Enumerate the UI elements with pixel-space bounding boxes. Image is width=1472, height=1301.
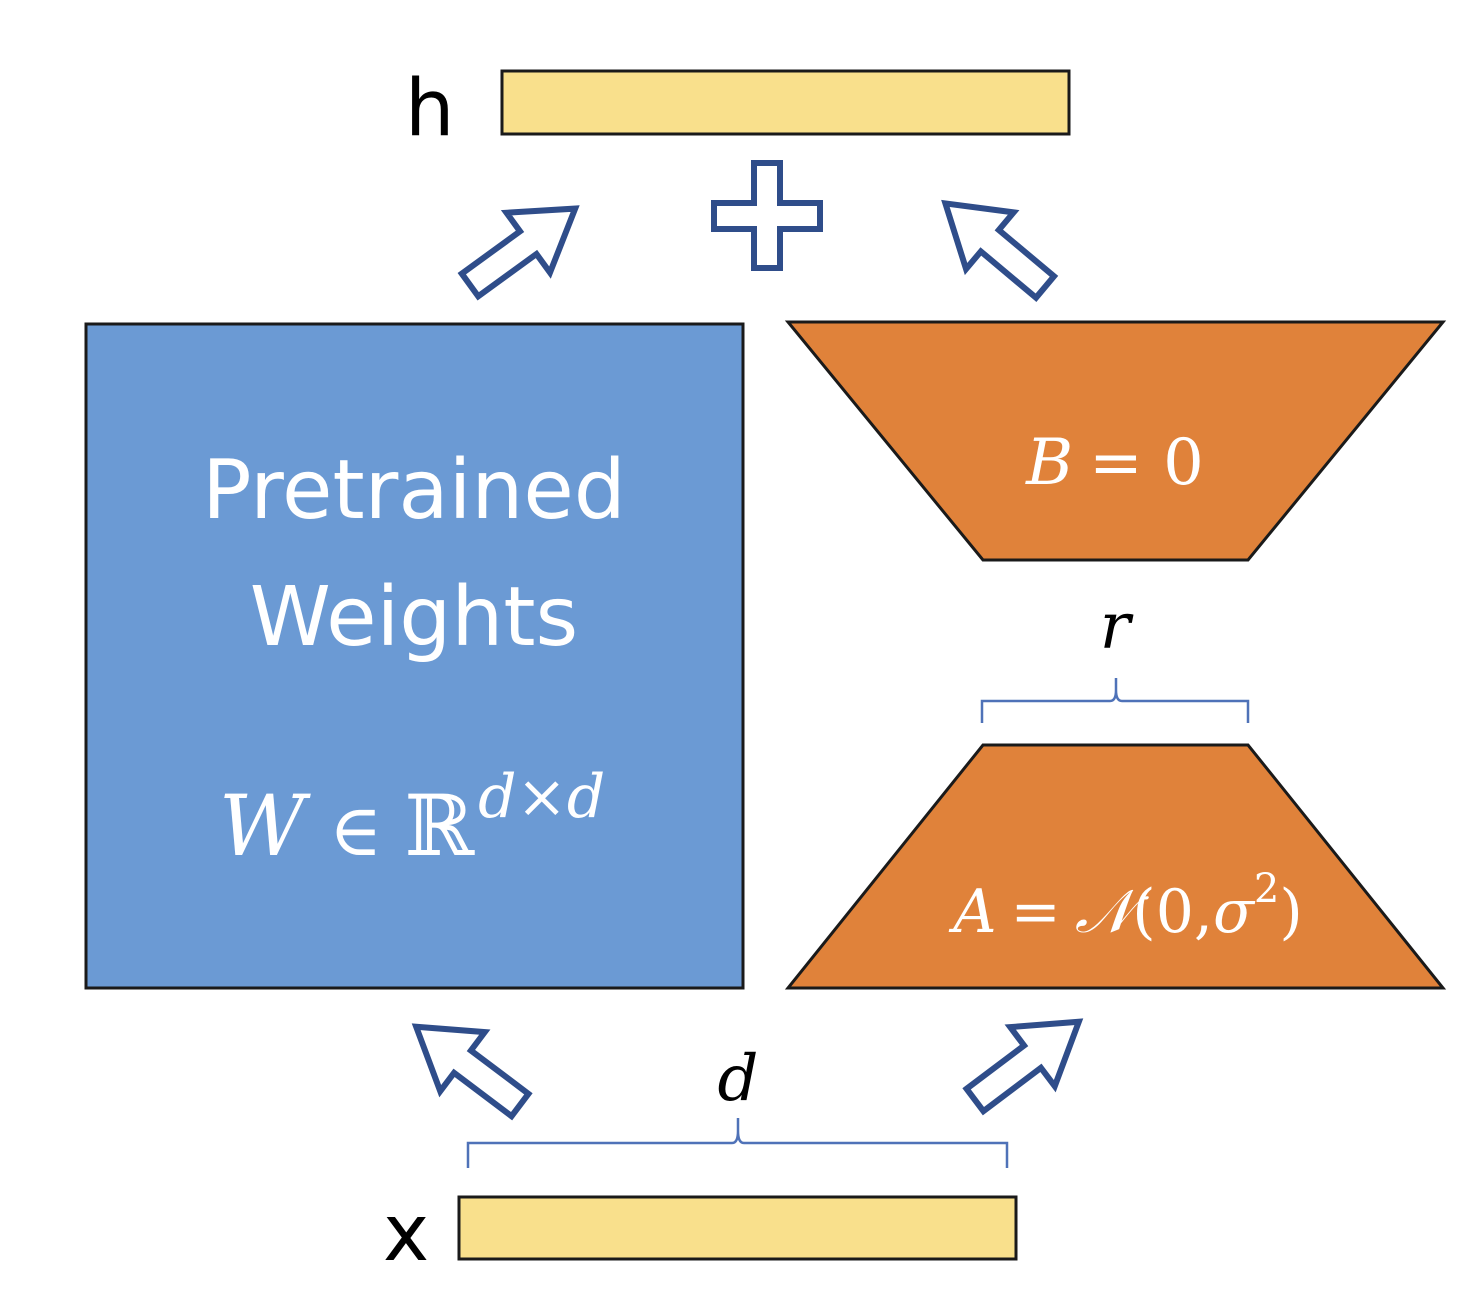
r-brace: [980, 678, 1250, 723]
matrix-b-trapezoid: [784, 320, 1447, 562]
x-label: x: [383, 1189, 429, 1279]
arrow-up-left-icon: [941, 199, 1059, 302]
matrix-a-label: A=𝒩(0,σ2): [948, 866, 1303, 947]
x-vector: [457, 1195, 1018, 1261]
d-label: d: [718, 1042, 759, 1116]
pretrained-label: Pretrained: [202, 443, 626, 538]
h-label: h: [405, 64, 454, 154]
h-vector: [500, 69, 1071, 136]
pretrained-formula: W∈ℝd×d: [219, 762, 606, 875]
matrix-a-trapezoid: [784, 743, 1447, 990]
arrow-up-right-icon: [457, 205, 580, 301]
matrix-b-label: B= 0: [1025, 426, 1204, 500]
weights-label: Weights: [250, 570, 578, 665]
arrow-up-left-icon: [411, 1023, 533, 1121]
plus-icon: [711, 160, 823, 271]
r-label: r: [1100, 590, 1134, 664]
pretrained-weights-box: [84, 322, 745, 990]
d-brace: [466, 1118, 1009, 1168]
arrow-up-right-icon: [962, 1018, 1084, 1116]
